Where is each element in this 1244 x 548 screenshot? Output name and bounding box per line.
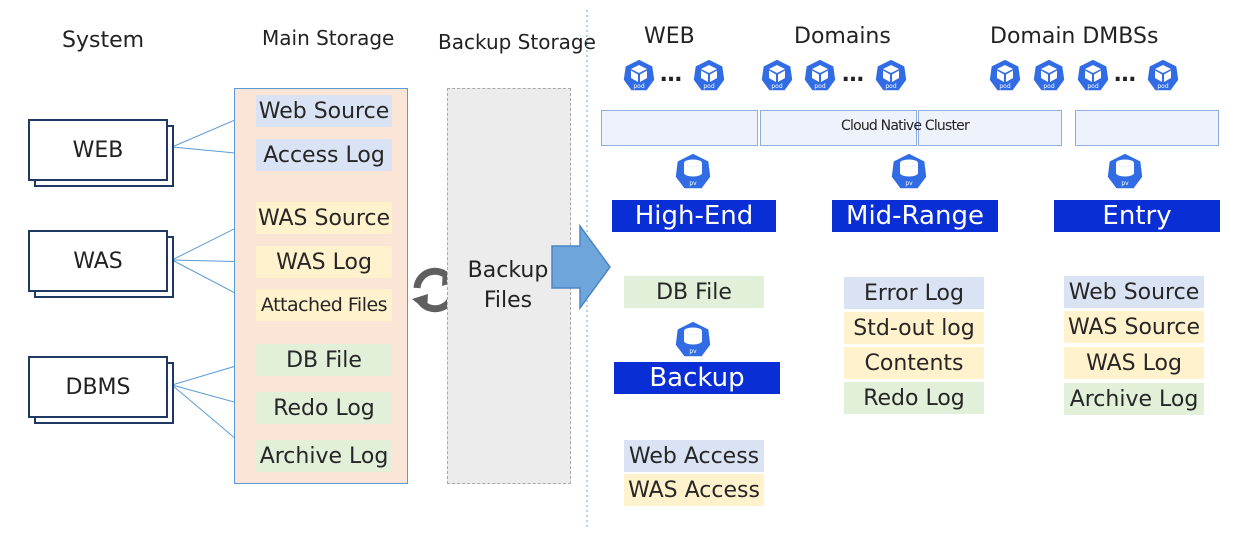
main-item-access-log: Access Log: [256, 139, 392, 171]
pv-caption: pv: [689, 348, 697, 355]
main-item-was-source: WAS Source: [256, 202, 392, 234]
main-item-redo-log: Redo Log: [256, 392, 392, 424]
system-header: System: [62, 28, 145, 53]
tier-entry: Entry: [1054, 200, 1220, 232]
backup-storage-panel: [447, 88, 571, 484]
main-item-attached-files: Attached Files: [256, 289, 392, 321]
ellipsis: …: [660, 62, 682, 87]
right-arrow-icon: [551, 223, 611, 311]
high-end-item-db-file: DB File: [624, 276, 764, 308]
backup-item-was-access: WAS Access: [624, 474, 764, 506]
pod-icon: pod: [692, 58, 726, 92]
pod-icon: pod: [803, 58, 837, 92]
pod-caption: pod: [1087, 83, 1098, 90]
pod-caption: pod: [633, 83, 644, 90]
pod-icon: pod: [1076, 58, 1110, 92]
pod-icon: pod: [988, 58, 1022, 92]
entry-item-archive-log: Archive Log: [1064, 383, 1204, 415]
pod-icon: pod: [622, 58, 656, 92]
pod-icon: pod: [1146, 58, 1180, 92]
pod-icon: pod: [874, 58, 908, 92]
web-system-label: WEB: [72, 137, 124, 163]
pv-icon: pv: [674, 320, 712, 358]
backup-item-web-access: Web Access: [624, 440, 764, 472]
pod-caption: pod: [771, 83, 782, 90]
pv-icon: pv: [1106, 152, 1144, 190]
main-item-archive-log: Archive Log: [256, 440, 392, 472]
main-storage-header: Main Storage: [262, 26, 395, 50]
pod-icon: pod: [1032, 58, 1066, 92]
pod-caption: pod: [1043, 83, 1054, 90]
dbms-system-label: DBMS: [65, 374, 131, 400]
web-system-box: WEB: [28, 119, 168, 181]
dbms-system-box: DBMS: [28, 356, 168, 418]
cluster-bar-dbms: [1075, 110, 1219, 146]
entry-item-web-source: Web Source: [1064, 276, 1204, 308]
pod-caption: pod: [814, 83, 825, 90]
main-item-was-log: WAS Log: [256, 246, 392, 278]
mid-item-error-log: Error Log: [844, 277, 984, 309]
cluster-bar-domains-right: [918, 110, 1062, 146]
pod-caption: pod: [999, 83, 1010, 90]
backup-storage-header: Backup Storage: [438, 30, 596, 54]
entry-item-was-source: WAS Source: [1064, 311, 1204, 343]
web-header: WEB: [644, 24, 695, 49]
entry-item-was-log: WAS Log: [1064, 347, 1204, 379]
backup-files-label: Backup Files: [447, 256, 569, 316]
tier-backup: Backup: [614, 362, 780, 394]
pv-icon: pv: [890, 152, 928, 190]
pv-caption: pv: [1121, 180, 1129, 187]
main-item-db-file: DB File: [256, 344, 392, 376]
cluster-bar-web: [601, 110, 758, 146]
cluster-label: Cloud Native Cluster: [841, 118, 970, 134]
pod-icon: pod: [760, 58, 794, 92]
domain-dbms-header: Domain DMBSs: [990, 24, 1159, 49]
mid-item-contents: Contents: [844, 347, 984, 379]
backup-files-line-2: Files: [483, 288, 533, 313]
ellipsis: …: [842, 62, 864, 87]
ellipsis: …: [1114, 62, 1136, 87]
pod-caption: pod: [885, 83, 896, 90]
tier-high-end: High-End: [612, 200, 776, 232]
pv-caption: pv: [689, 180, 697, 187]
was-system-box: WAS: [28, 230, 168, 292]
main-item-web-source: Web Source: [256, 95, 392, 127]
pv-caption: pv: [905, 180, 913, 187]
was-system-label: WAS: [73, 248, 123, 274]
mid-item-stdout-log: Std-out log: [844, 312, 984, 344]
pod-caption: pod: [703, 83, 714, 90]
pv-icon: pv: [674, 152, 712, 190]
pod-caption: pod: [1157, 83, 1168, 90]
tier-mid-range: Mid-Range: [832, 200, 998, 232]
domains-header: Domains: [794, 24, 891, 49]
cluster-bar-domains-left: [760, 110, 917, 146]
mid-item-redo-log: Redo Log: [844, 382, 984, 414]
backup-files-line-1: Backup: [467, 258, 549, 283]
